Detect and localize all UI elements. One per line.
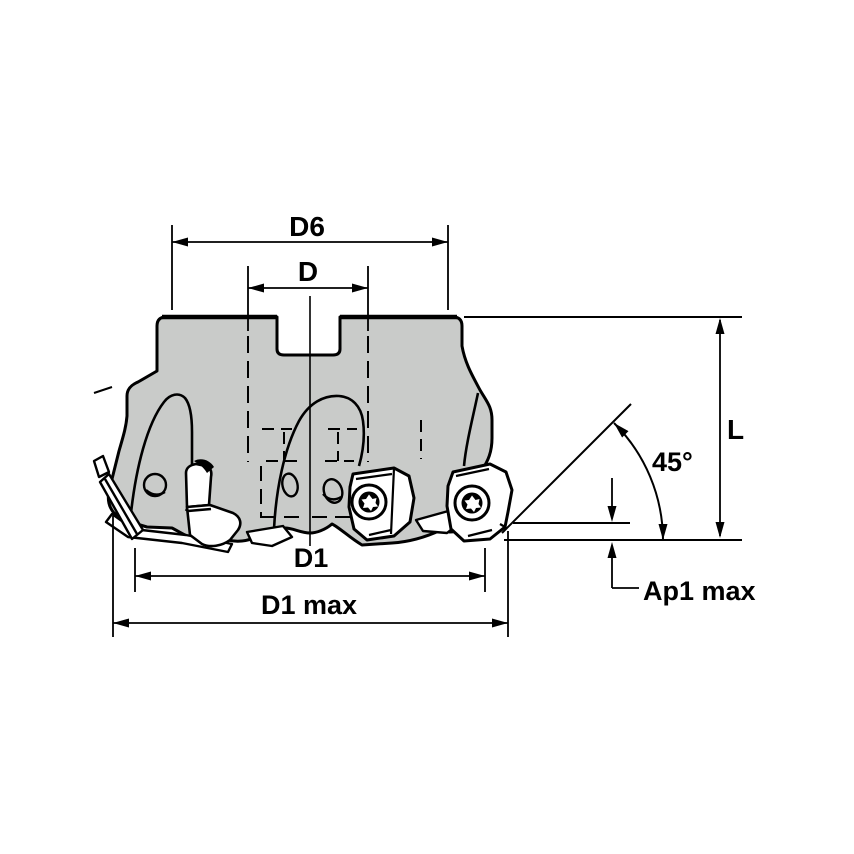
coolant-hole-center-right (322, 478, 344, 504)
dimension-d (247, 266, 369, 331)
clamp-left-cap (194, 459, 214, 473)
dim-label-angle: 45° (652, 447, 693, 477)
dimension-d1 (134, 548, 486, 592)
torx-screw-right (453, 484, 491, 522)
insert-center (347, 466, 416, 542)
left-profile-step (93, 386, 113, 394)
insert-right-facet (455, 467, 506, 538)
dim-label-d: D (298, 256, 318, 287)
dim-label-l: L (727, 414, 744, 445)
hidden-bore-lines (247, 336, 444, 525)
torx-star-right (464, 495, 481, 512)
flute-right (462, 392, 480, 467)
dimension-angle-45 (501, 403, 668, 541)
clamp-left (184, 459, 242, 548)
cutter-body (93, 314, 494, 547)
insert-center-facet (355, 467, 396, 537)
insert-right (445, 462, 514, 543)
insert-left-upper-sliver (92, 454, 111, 479)
insert-left-edge-line (103, 478, 139, 535)
flute-center (272, 394, 366, 530)
dimension-d1max (112, 516, 509, 637)
dimension-d6 (171, 225, 449, 310)
clamp-left-foot (185, 503, 242, 548)
dim-label-d1max: D1 max (261, 590, 357, 620)
dim-label-d1: D1 (294, 543, 329, 573)
cutter-body-outline (106, 315, 494, 547)
dim-label-ap1max: Ap1 max (643, 576, 756, 606)
coolant-hole-left (142, 472, 168, 498)
dimension-l (464, 316, 742, 541)
clamp-left-divider (187, 507, 212, 513)
torx-screw-center (350, 483, 388, 521)
angle-diagonal-line (501, 403, 632, 534)
coolant-hole-center-left (281, 472, 299, 498)
dimension-ap1max (513, 478, 639, 589)
wedge-center-left (245, 524, 294, 548)
torx-star-center (361, 494, 378, 511)
dim-label-d6: D6 (289, 211, 325, 242)
